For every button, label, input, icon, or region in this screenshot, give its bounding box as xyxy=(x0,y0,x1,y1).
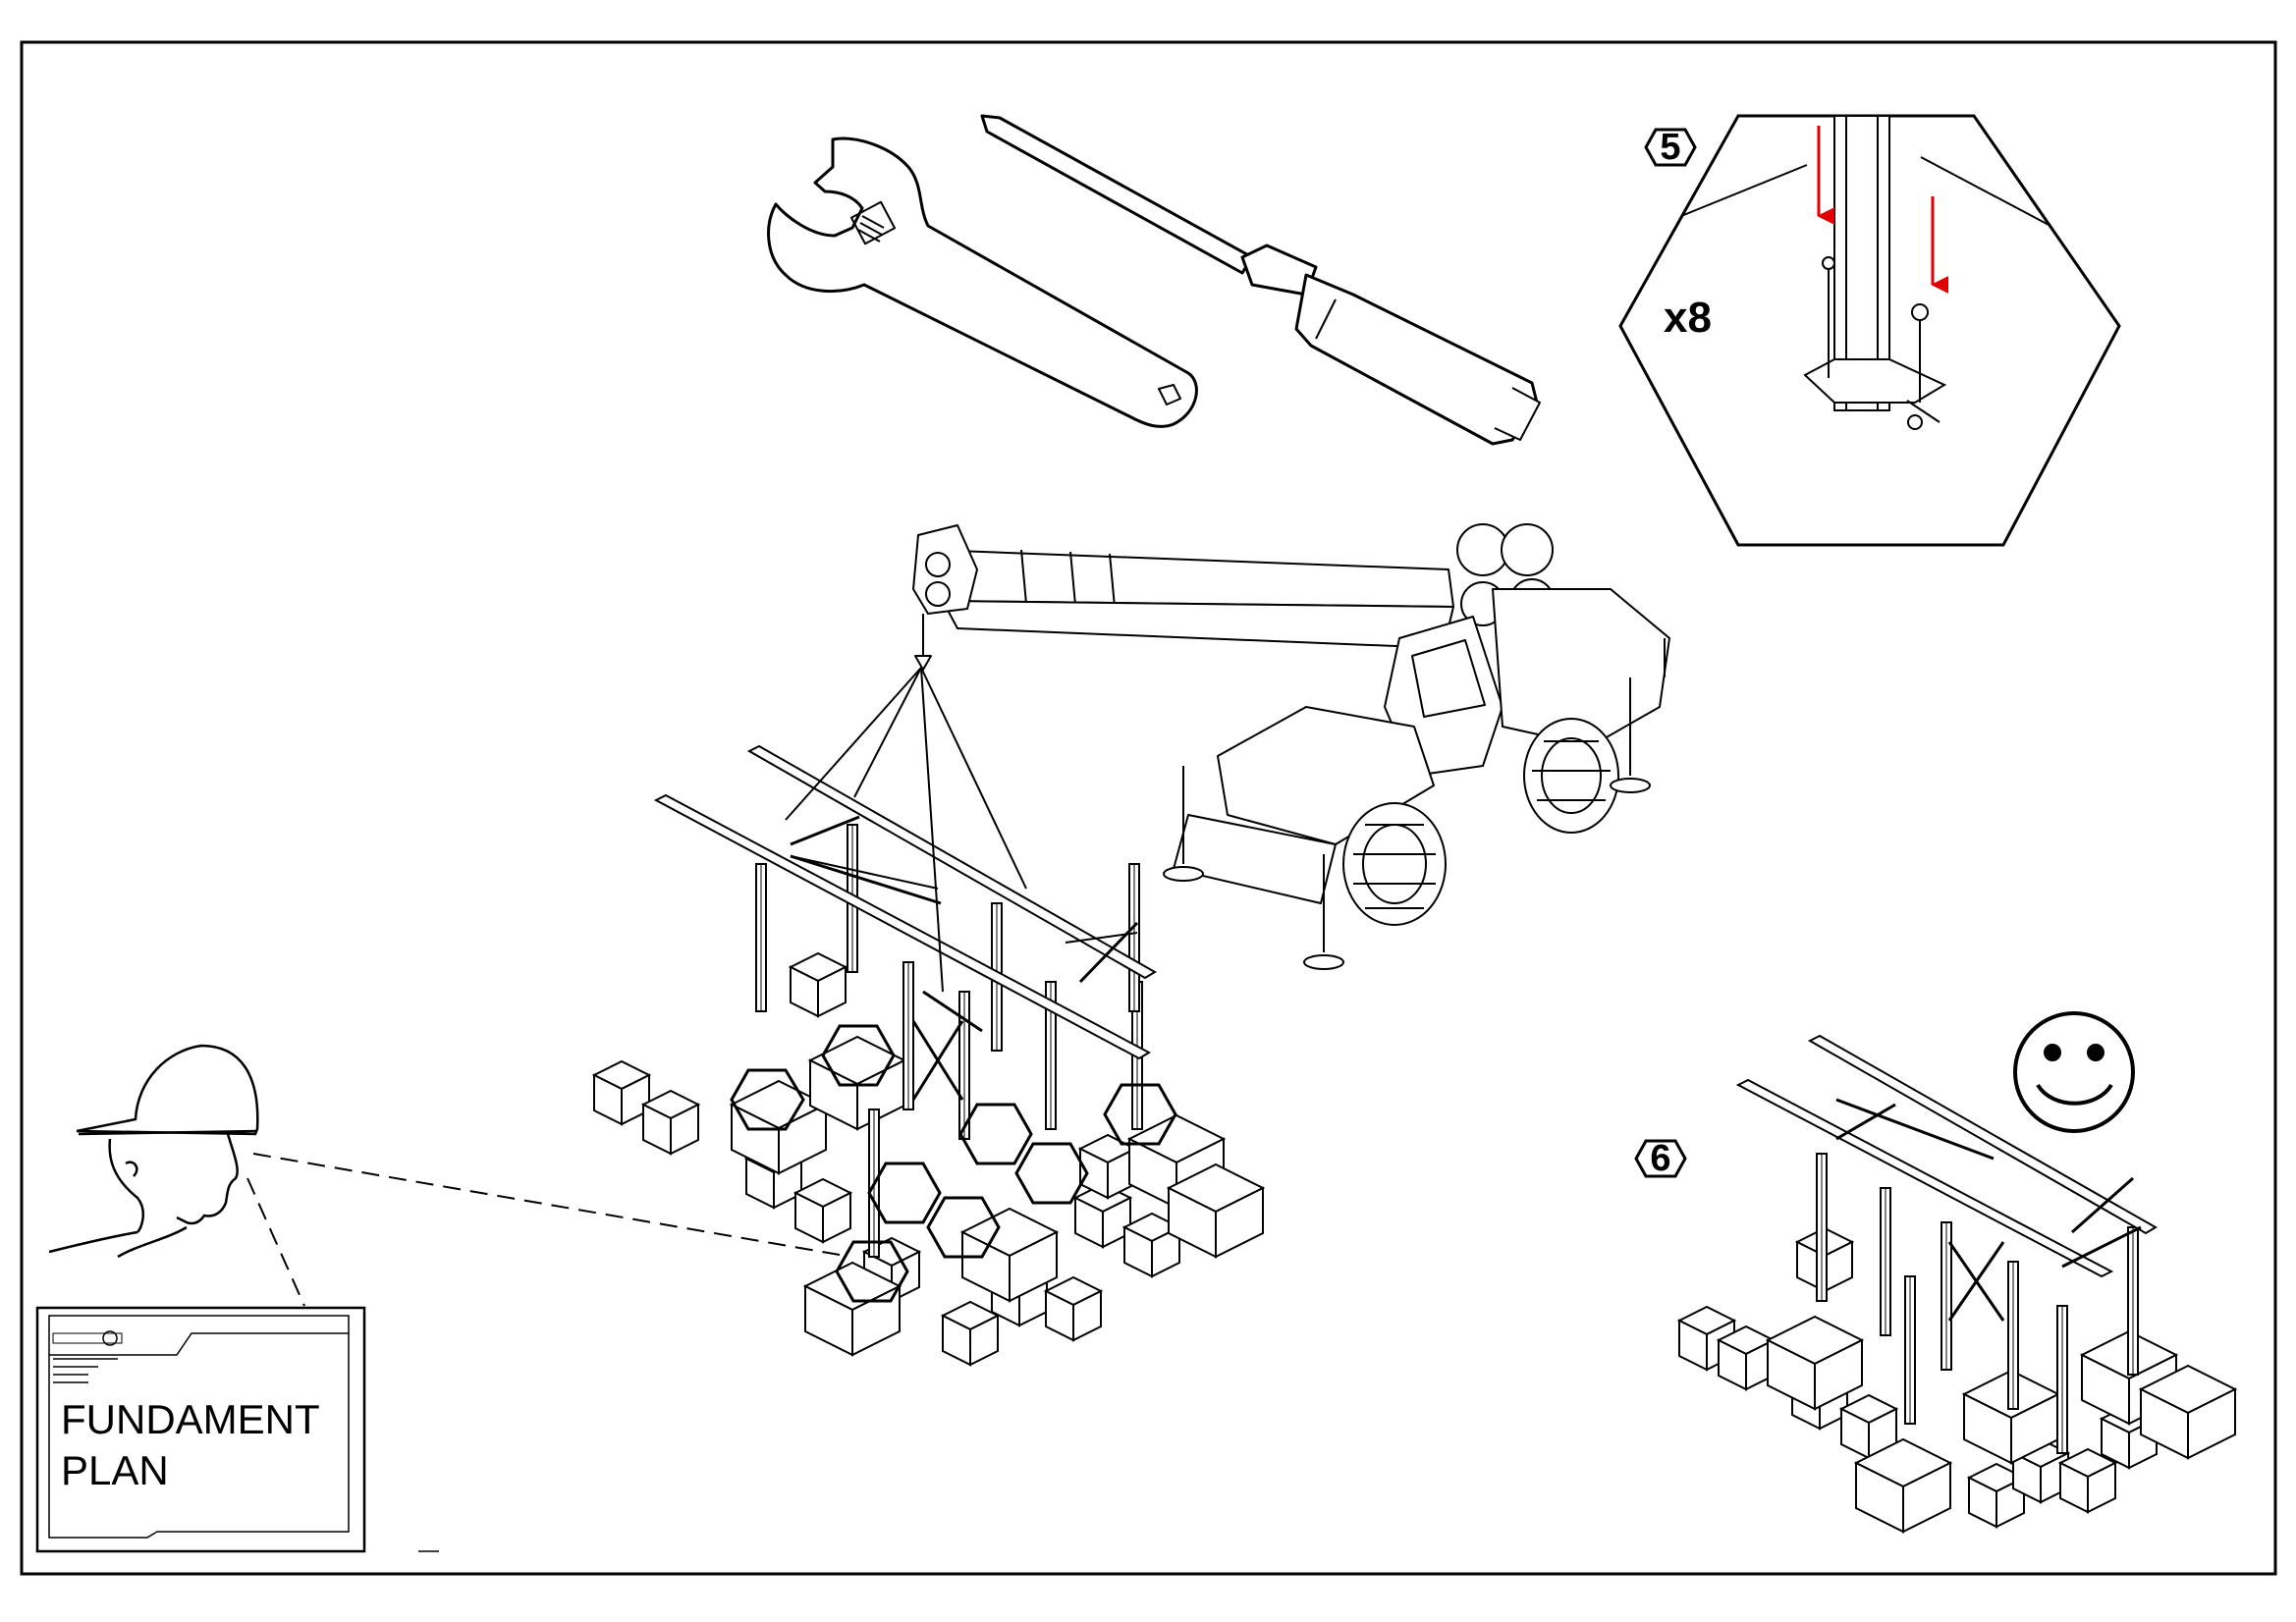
plan-title-line2: PLAN xyxy=(61,1447,169,1493)
anchor-bolt-markers xyxy=(730,1024,1177,1303)
smiley-face-icon xyxy=(2013,1011,2135,1133)
adjustable-wrench-icon xyxy=(767,136,1198,428)
step6-number: 6 xyxy=(1650,1138,1670,1179)
steel-frame-being-lifted xyxy=(653,667,1157,1258)
plan-title-line1: FUNDAMENT xyxy=(61,1396,320,1442)
worker-with-helmet-illustration xyxy=(48,1044,259,1259)
screwdriver-icon xyxy=(980,114,1541,446)
step6-badge: 6 xyxy=(1634,1138,1687,1179)
anchor-post-detail xyxy=(1803,115,1947,430)
step5-number: 5 xyxy=(1660,127,1680,168)
sight-line xyxy=(252,1153,841,1256)
step5-badge: 5 xyxy=(1644,127,1697,168)
foundation-plan-sheet: FUNDAMENT PLAN xyxy=(35,1306,366,1553)
plan-title-block xyxy=(52,1332,123,1344)
mobile-crane-illustration xyxy=(912,523,1670,970)
sight-line xyxy=(246,1177,305,1307)
step5-multiplier: x8 xyxy=(1664,294,1712,342)
step5-detail-hexagon: x8 xyxy=(1618,114,2121,547)
completed-frame-illustration xyxy=(1678,1034,2236,1533)
sheet-border xyxy=(20,40,2277,1576)
foundation-blocks xyxy=(593,952,1264,1366)
plan-logo-icon xyxy=(102,1330,118,1346)
